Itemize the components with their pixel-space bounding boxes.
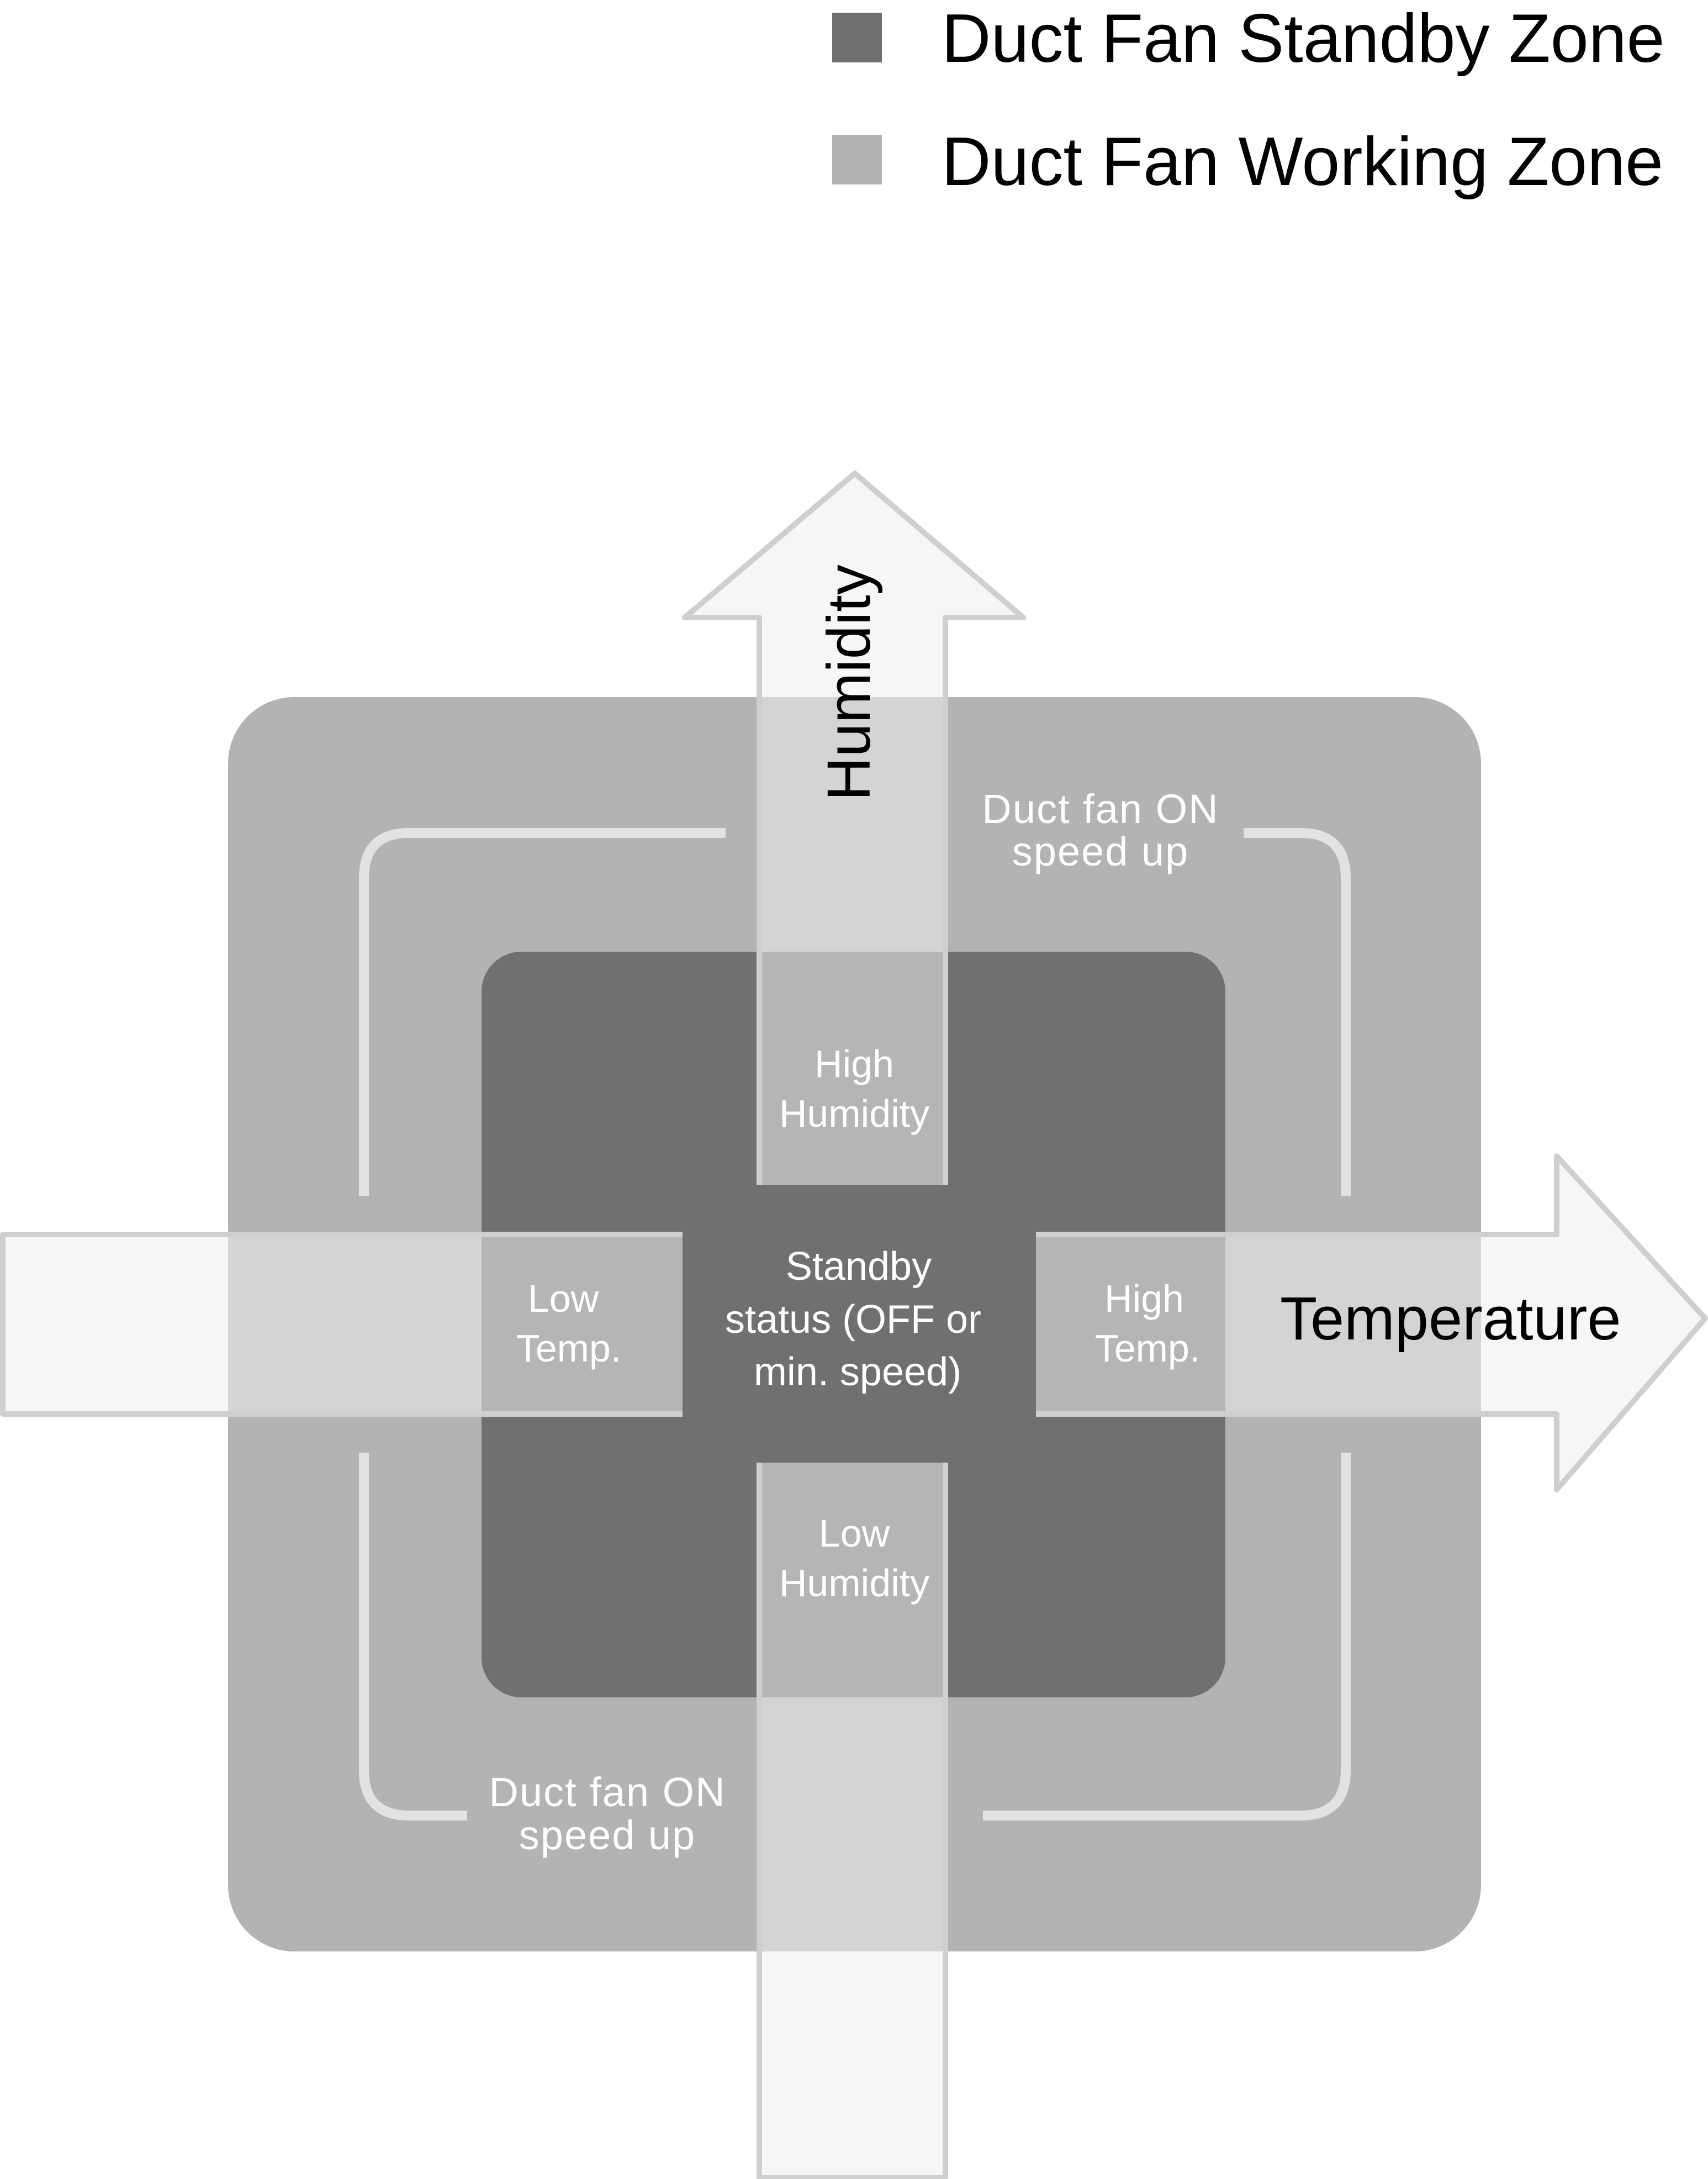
guide-line-bottom-left xyxy=(359,1453,467,1821)
legend-label-working: Duct Fan Working Zone xyxy=(942,124,1663,200)
standby-status-label: Standby status (OFF or min. speed) xyxy=(725,1244,981,1394)
svg-text:High: High xyxy=(1104,1277,1184,1320)
svg-text:Low: Low xyxy=(819,1512,890,1555)
svg-text:speed up: speed up xyxy=(519,1812,696,1858)
low-humidity-label: Low Humidity xyxy=(779,1512,929,1605)
fan-on-bottom-label: Duct fan ON speed up xyxy=(489,1769,726,1858)
guide-line-top-right xyxy=(1244,828,1351,1196)
legend-swatch-working xyxy=(832,135,882,184)
svg-text:speed up: speed up xyxy=(1012,829,1189,874)
svg-text:Humidity: Humidity xyxy=(779,1092,929,1135)
svg-text:status (OFF or: status (OFF or xyxy=(725,1297,981,1342)
legend-label-standby: Duct Fan Standby Zone xyxy=(942,1,1665,77)
svg-text:High: High xyxy=(815,1042,894,1085)
svg-text:Temp.: Temp. xyxy=(516,1327,622,1370)
guide-line-bottom-right xyxy=(983,1453,1351,1821)
low-temp-label: Low Temp. xyxy=(516,1277,622,1370)
legend: Duct Fan Standby Zone Duct Fan Working Z… xyxy=(832,1,1665,200)
fan-on-top-label: Duct fan ON speed up xyxy=(982,786,1219,874)
standby-center-cell xyxy=(683,1185,1036,1463)
svg-text:Low: Low xyxy=(528,1277,599,1320)
svg-text:Duct fan ON: Duct fan ON xyxy=(489,1769,726,1815)
guide-line-top-left xyxy=(359,828,726,1196)
temperature-axis-label: Temperature xyxy=(1280,1285,1621,1353)
high-temp-label: High Temp. xyxy=(1095,1277,1201,1370)
svg-text:Humidity: Humidity xyxy=(779,1561,929,1605)
svg-text:Standby: Standby xyxy=(786,1244,932,1289)
speed-up-guide-lines xyxy=(359,828,1351,1821)
svg-text:Temp.: Temp. xyxy=(1095,1327,1201,1370)
humidity-axis-label: Humidity xyxy=(815,564,883,801)
svg-text:Duct fan ON: Duct fan ON xyxy=(982,786,1219,832)
legend-swatch-standby xyxy=(832,13,882,62)
svg-text:min. speed): min. speed) xyxy=(754,1350,961,1394)
high-humidity-label: High Humidity xyxy=(779,1042,929,1135)
